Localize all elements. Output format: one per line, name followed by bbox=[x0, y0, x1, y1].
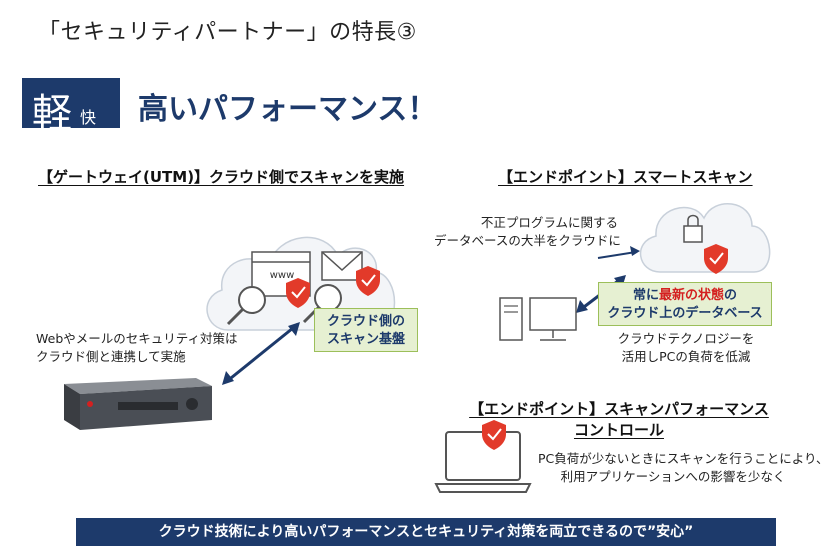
perfcontrol-description: PC負荷が少ないときにスキャンを行うことにより、 利用アプリケーションへの影響を… bbox=[538, 450, 829, 486]
gateway-description-line2: クラウド側と連携して実施 bbox=[36, 349, 186, 365]
tech-line2: 活用しPCの負荷を低減 bbox=[621, 349, 751, 365]
perfcontrol-desc-line1: PC負荷が少ないときにスキャンを行うことにより、 bbox=[538, 451, 829, 466]
db-part3: の bbox=[724, 288, 738, 303]
kei-badge-big: 軽 bbox=[32, 91, 72, 137]
perfcontrol-heading-line1: 【エンドポイント】スキャンパフォーマンス bbox=[469, 400, 769, 418]
cloud-lock-icon bbox=[639, 203, 771, 274]
cloud-technology-text: クラウドテクノロジーを 活用しPCの負荷を低減 bbox=[604, 330, 768, 366]
cloud-scan-platform-label: クラウド側の スキャン基盤 bbox=[314, 308, 418, 352]
web-browser-icon bbox=[251, 251, 311, 297]
smartscan-heading: 【エンドポイント】スマートスキャン bbox=[498, 168, 753, 186]
shield-check-icon bbox=[286, 266, 380, 308]
kei-badge: 軽 快 bbox=[22, 78, 120, 137]
mail-envelope-icon bbox=[321, 251, 363, 281]
perfcontrol-heading: 【エンドポイント】スキャンパフォーマンス コントロール bbox=[454, 398, 784, 440]
db-part1: 常に bbox=[632, 288, 659, 303]
cloud-label-line2: スキャン基盤 bbox=[326, 331, 405, 347]
utm-appliance-icon bbox=[64, 378, 212, 430]
cloud-text-line1: 不正プログラムに関する bbox=[480, 215, 618, 230]
db-line2: クラウド上のデータベース bbox=[607, 305, 763, 321]
gateway-description-line1: Webやメールのセキュリティ対策は bbox=[36, 331, 238, 346]
latest-database-label: 常に最新の状態の クラウド上のデータベース bbox=[598, 282, 772, 326]
footer-banner: クラウド技術により高いパフォーマンスとセキュリティ対策を両立できるので”安心” bbox=[76, 518, 776, 546]
db-part2-highlight: 最新の状態 bbox=[658, 288, 724, 303]
perfcontrol-heading-line2: コントロール bbox=[573, 421, 664, 439]
laptop-icon bbox=[434, 420, 532, 493]
bidirectional-arrow-icon bbox=[222, 322, 300, 385]
kei-badge-small: 快 bbox=[80, 108, 97, 127]
desktop-pc-icon bbox=[499, 297, 577, 341]
www-text: www bbox=[270, 270, 295, 281]
perfcontrol-desc-line2: 利用アプリケーションへの影響を少なく bbox=[560, 469, 786, 485]
tech-line1: クラウドテクノロジーを bbox=[617, 331, 755, 346]
cloud-text-line2: データベースの大半をクラウドに bbox=[434, 233, 621, 249]
pointer-arrow-icon bbox=[597, 246, 640, 259]
headline: 高いパフォーマンス！ bbox=[138, 92, 438, 127]
db-line1: 常に最新の状態の bbox=[599, 287, 771, 305]
cloud-database-text: 不正プログラムに関する データベースの大半をクラウドに bbox=[434, 214, 621, 250]
page-title: 「セキュリティパートナー」の特長③ bbox=[38, 20, 417, 45]
gateway-description: Webやメールのセキュリティ対策は クラウド側と連携して実施 bbox=[36, 330, 238, 366]
cloud-label-line1: クラウド側の bbox=[326, 314, 405, 329]
gateway-heading: 【ゲートウェイ(UTM)】クラウド側でスキャンを実施 bbox=[38, 168, 405, 186]
